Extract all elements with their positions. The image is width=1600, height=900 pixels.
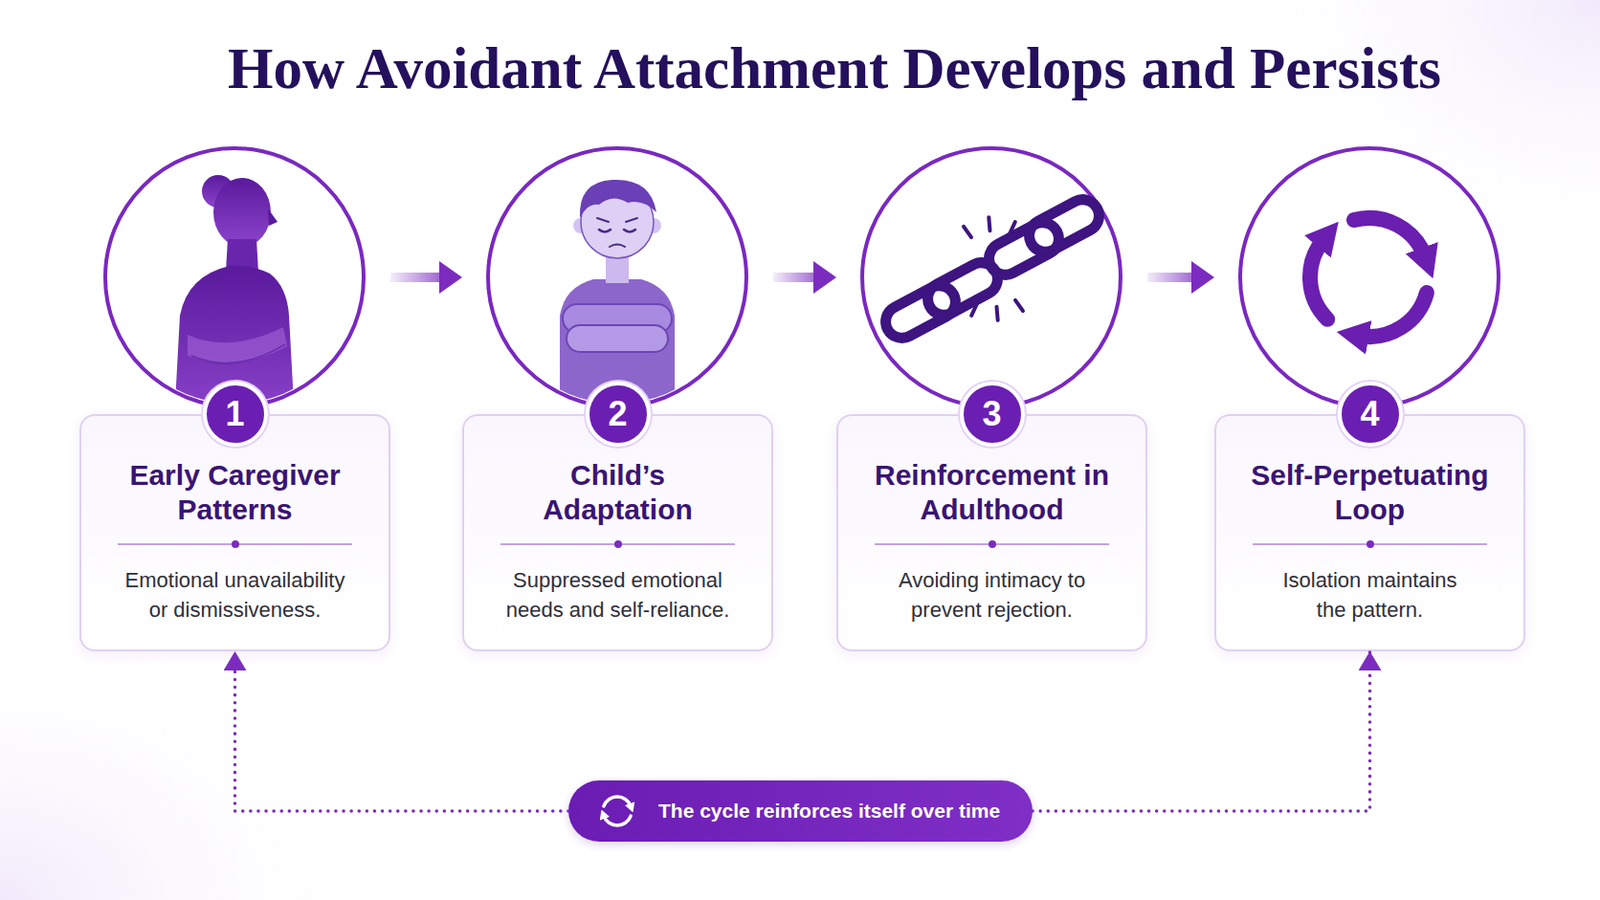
- step-card: Child’s AdaptationSuppressed emotional n…: [462, 414, 774, 652]
- cycle-caption: The cycle reinforces itself over time: [658, 799, 1000, 824]
- step-card: Self-Perpetuating LoopIsolation maintain…: [1214, 414, 1526, 652]
- flow-arrow: [390, 272, 463, 283]
- step-node: 1Early Caregiver PatternsEmotional unava…: [79, 148, 391, 652]
- divider-dot: [231, 540, 240, 549]
- step-number-badge: 4: [1337, 381, 1403, 447]
- step-number-badge: 2: [585, 381, 651, 447]
- cycle-arrows: [1310, 218, 1427, 337]
- step-number: 3: [981, 397, 1001, 432]
- diagram-title: How Avoidant Attachment Develops and Per…: [34, 35, 1600, 103]
- broken-chain: [880, 194, 1106, 345]
- step-heading: Early Caregiver Patterns: [106, 458, 365, 528]
- cycle-return-arrow: [235, 651, 570, 812]
- cycle-return-arrow: [1032, 651, 1371, 812]
- step-description: Emotional unavailability or dismissivene…: [120, 565, 351, 625]
- step-number-badge: 3: [959, 381, 1025, 447]
- step-node: 2Child’s AdaptationSuppressed emotional …: [462, 148, 774, 652]
- step-heading: Reinforcement in Adulthood: [858, 458, 1127, 528]
- divider-dot: [988, 540, 997, 549]
- step-heading: Child’s Adaptation: [503, 458, 734, 528]
- icon-circle: [862, 148, 1121, 407]
- step-heading: Self-Perpetuating Loop: [1231, 458, 1510, 528]
- step-node: 3Reinforcement in AdulthoodAvoiding inti…: [836, 148, 1148, 652]
- step-description: Avoiding intimacy to prevent rejection.: [877, 565, 1108, 625]
- step-card: Early Caregiver PatternsEmotional unavai…: [79, 414, 391, 652]
- pill-cycle-icon: [603, 797, 631, 826]
- step-description: Isolation maintains the pattern.: [1274, 565, 1467, 625]
- step-card: Reinforcement in AdulthoodAvoiding intim…: [836, 414, 1148, 652]
- divider-dot: [1366, 540, 1375, 549]
- step-number-badge: 1: [202, 381, 268, 447]
- step-number: 4: [1359, 397, 1379, 432]
- step-number: 2: [607, 397, 627, 432]
- step-node: 4Self-Perpetuating LoopIsolation maintai…: [1214, 148, 1526, 652]
- step-number: 1: [224, 397, 245, 432]
- cycle-pill: The cycle reinforces itself over time: [568, 780, 1033, 843]
- step-description: Suppressed emotional needs and self-reli…: [503, 565, 734, 625]
- divider-dot: [614, 540, 623, 549]
- break-sparks: [963, 217, 1023, 321]
- icon-circle: [1240, 148, 1499, 407]
- flow-arrow: [773, 272, 837, 283]
- flow-arrow: [1147, 272, 1215, 283]
- background-glow: [0, 613, 402, 900]
